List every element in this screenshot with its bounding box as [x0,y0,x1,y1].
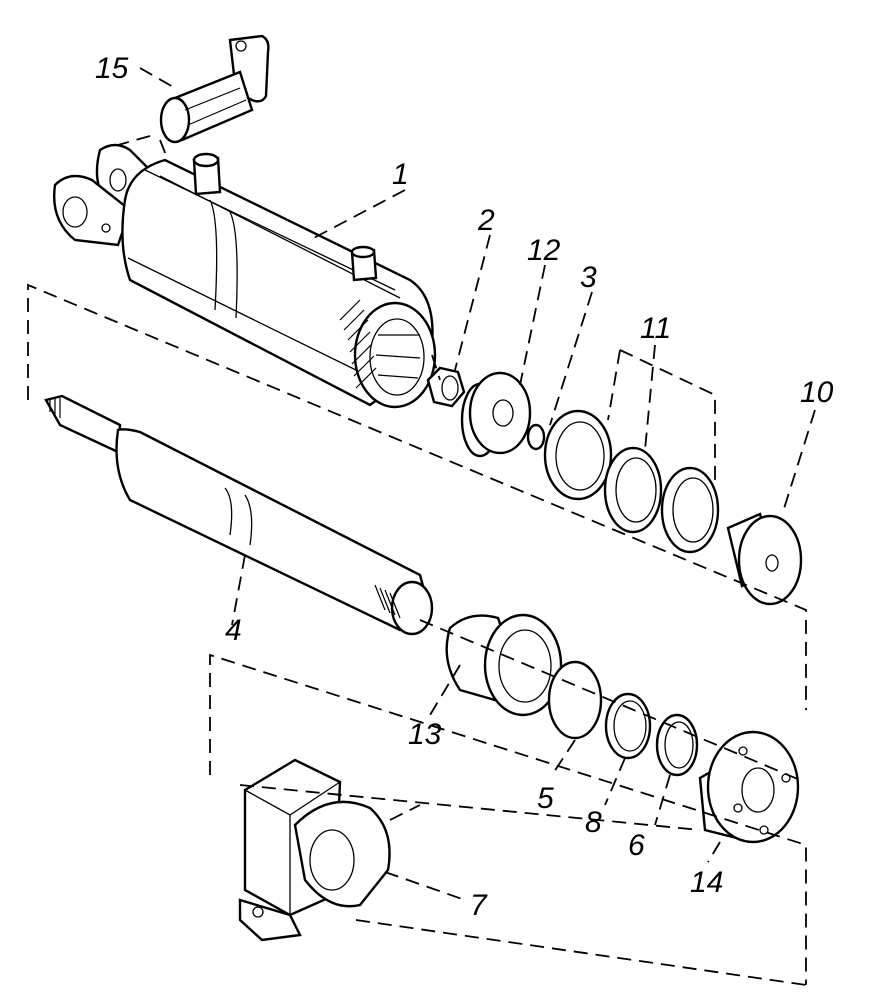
part-12-piston [460,371,532,458]
part-3-seal-ring [543,409,613,501]
part-8-ring [604,692,652,760]
part-4-piston-rod [44,394,434,636]
callout-4: 4 [225,614,242,647]
callout-12: 12 [527,234,561,267]
callout-7: 7 [470,889,488,922]
callout-8: 8 [585,806,602,839]
callout-13: 13 [408,718,442,751]
part-5-oring [547,660,603,740]
part-6-ring [655,713,699,777]
callout-15: 15 [95,52,129,85]
part-1-cylinder-barrel [53,143,437,409]
callout-11: 11 [640,312,671,345]
part-2-nut [426,366,466,408]
part-10-gland [726,512,803,606]
part-14-collar [698,730,800,844]
part-11-rings [603,446,720,554]
callout-10: 10 [800,376,834,409]
part-7-bracket [238,758,391,942]
callout-2: 2 [477,204,495,237]
assembly-dashed-lines [27,283,807,986]
leader-lines [231,189,816,901]
callout-14: 14 [690,866,723,899]
callout-6: 6 [628,829,645,862]
callout-1: 1 [392,158,409,191]
callout-5: 5 [537,782,554,815]
callout-3: 3 [580,261,597,294]
part-15-pin [159,34,270,144]
part-3-small-oring [526,423,546,451]
part-13-rod-gland [445,613,563,717]
